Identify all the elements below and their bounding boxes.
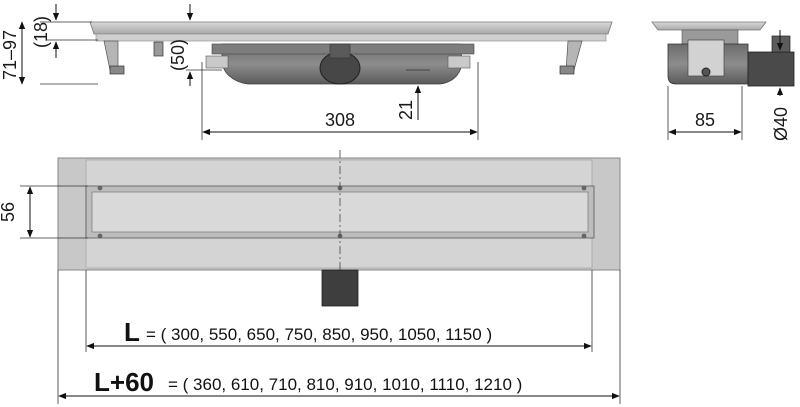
end-frame-plate [651, 21, 767, 31]
screw-right [559, 65, 575, 75]
overall-values: = ( 360, 610, 710, 810, 910, 1010, 1110,… [168, 375, 522, 394]
dim-height-range: 71–97 [0, 30, 20, 80]
dim-18: (18) [31, 16, 51, 48]
end-view: 85 Ø40 [651, 21, 795, 141]
frame-plate [89, 21, 613, 35]
dim-21: 21 [396, 100, 416, 120]
grate-hole-left-b [97, 233, 103, 239]
bolt-left [153, 41, 164, 57]
dim-308: 308 [325, 110, 355, 130]
dim-56: 56 [0, 202, 18, 222]
clip-left [205, 55, 229, 69]
dim-50: (50) [168, 39, 188, 71]
plan-view: 56 L = ( 300, 550, 650, 750, 850, 950, 1… [0, 150, 621, 404]
end-screw [701, 67, 711, 77]
clip-right [447, 55, 471, 69]
plan-outlet [321, 269, 359, 307]
end-outlet-ring [771, 35, 791, 53]
grate-hole-right [581, 185, 587, 191]
channel-top [95, 33, 607, 42]
length-label: L [124, 317, 140, 347]
screw-left [109, 65, 125, 75]
end-outlet-pipe [747, 51, 795, 87]
dim-outlet-diameter: Ø40 [771, 107, 791, 141]
grate-hole-right-b [581, 233, 587, 239]
grate-hole-left [97, 185, 103, 191]
outlet-stub [329, 43, 351, 59]
overall-label: L+60 [94, 367, 154, 397]
dim-85: 85 [695, 110, 715, 130]
length-values: = ( 300, 550, 650, 750, 850, 950, 1050, … [146, 325, 492, 344]
side-view: 71–97 (18) (50) 21 308 [0, 4, 613, 140]
